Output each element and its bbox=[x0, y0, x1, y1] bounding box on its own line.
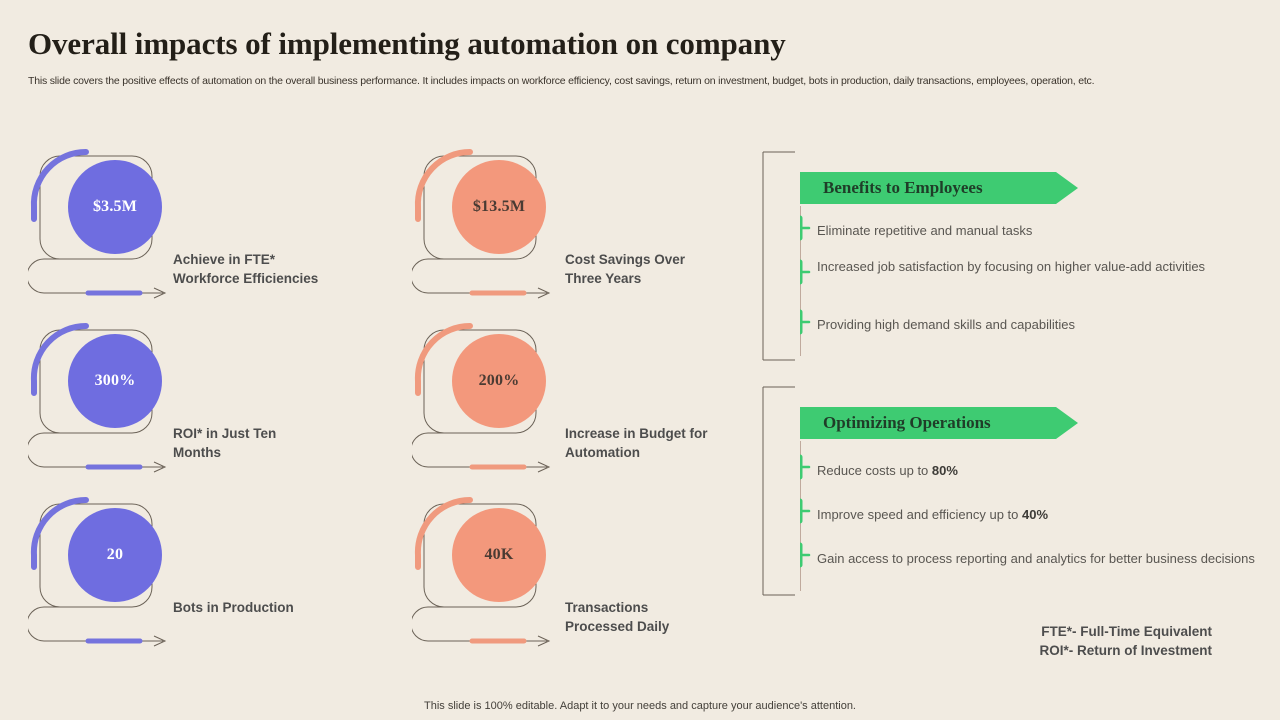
panel-banner[interactable]: Optimizing Operations bbox=[800, 407, 1078, 439]
kpi-tail-path bbox=[28, 258, 163, 294]
kpi-tail-path bbox=[412, 606, 547, 642]
panel-bullet: Gain access to process reporting and ana… bbox=[817, 551, 1255, 566]
page-subtitle: This slide covers the positive effects o… bbox=[28, 75, 1095, 87]
kpi-value-circle: 300% bbox=[68, 334, 162, 428]
abbreviation-legend: FTE*- Full-Time Equivalent ROI*- Return … bbox=[1039, 622, 1212, 660]
slide-footer-note: This slide is 100% editable. Adapt it to… bbox=[424, 700, 856, 712]
kpi-label: Achieve in FTE*Workforce Efficiencies bbox=[173, 252, 319, 286]
kpi-value-circle: 200% bbox=[452, 334, 546, 428]
kpi-progress-arc bbox=[30, 148, 89, 222]
legend-line-fte: FTE*- Full-Time Equivalent bbox=[1041, 624, 1212, 639]
panel-bracket bbox=[762, 386, 795, 596]
kpi-tail-arrowhead bbox=[153, 287, 167, 299]
panel-banner-label: Benefits to Employees bbox=[823, 178, 983, 197]
kpi-tail-arrowhead bbox=[537, 635, 551, 647]
panel-tick-rail bbox=[800, 206, 811, 356]
legend-line-roi: ROI*- Return of Investment bbox=[1039, 643, 1212, 658]
kpi-card: $3.5M Achieve in FTE*Workforce Efficienci… bbox=[28, 147, 398, 307]
panel-bullet: Providing high demand skills and capabil… bbox=[817, 317, 1075, 332]
bullet-text: Reduce costs up to bbox=[817, 463, 932, 478]
bullet-text: Improve speed and efficiency up to bbox=[817, 507, 1022, 522]
kpi-progress-arc bbox=[30, 322, 89, 396]
panel-banner-label: Optimizing Operations bbox=[823, 413, 991, 432]
panel-bullet: Improve speed and efficiency up to 40% bbox=[817, 506, 1257, 525]
kpi-tail-arrowhead bbox=[537, 461, 551, 473]
kpi-decoration bbox=[28, 148, 167, 299]
kpi-tail-path bbox=[28, 606, 163, 642]
kpi-tail-path bbox=[28, 432, 163, 468]
kpi-progress-arc bbox=[414, 148, 473, 222]
kpi-label: Bots in Production bbox=[173, 600, 294, 615]
kpi-progress-arc bbox=[30, 496, 89, 570]
kpi-value-circle: 40K bbox=[452, 508, 546, 602]
kpi-value-circle: $13.5M bbox=[452, 160, 546, 254]
kpi-tail-path bbox=[412, 258, 547, 294]
panel-bracket bbox=[762, 151, 795, 361]
kpi-progress-arc bbox=[414, 322, 473, 396]
kpi-tail-path bbox=[412, 432, 547, 468]
page-title: Overall impacts of implementing automati… bbox=[28, 26, 786, 61]
kpi-value-circle: 20 bbox=[68, 508, 162, 602]
panel-banner[interactable]: Benefits to Employees bbox=[800, 172, 1078, 204]
kpi-tail-arrowhead bbox=[153, 461, 167, 473]
panel-bullet: Increased job satisfaction by focusing o… bbox=[817, 259, 1206, 274]
kpi-tail-arrowhead bbox=[153, 635, 167, 647]
panel-tick-rail bbox=[800, 441, 811, 591]
kpi-tail-arrowhead bbox=[537, 287, 551, 299]
bullet-highlight: 40% bbox=[1022, 507, 1049, 522]
bullet-highlight: 80% bbox=[931, 463, 958, 478]
panel-bullet: Eliminate repetitive and manual tasks bbox=[817, 223, 1033, 238]
panel-bullet: Reduce costs up to 80% bbox=[817, 462, 1257, 481]
kpi-progress-arc bbox=[414, 496, 473, 570]
kpi-value-circle: $3.5M bbox=[68, 160, 162, 254]
